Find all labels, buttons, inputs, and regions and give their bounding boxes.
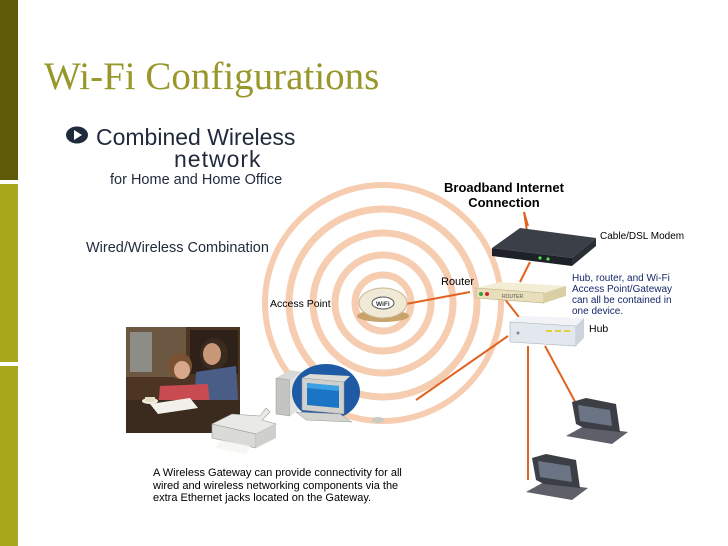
router-device-text: ROUTER xyxy=(502,294,524,300)
brand-subtitle: network xyxy=(174,146,262,172)
hub-note-line: Hub, router, and Wi-Fi xyxy=(572,273,670,284)
networked-monitor-icon xyxy=(526,454,588,500)
broadband-label-line: Broadband Internet xyxy=(444,180,564,195)
caption-line: extra Ethernet jacks located on the Gate… xyxy=(153,492,372,504)
diagram-caption: A Wireless Gateway can provide connectiv… xyxy=(153,467,402,505)
hub-label: Hub xyxy=(589,323,609,335)
router-label: Router xyxy=(441,276,475,288)
sidebar-divider xyxy=(0,180,18,184)
hub-note-line: one device. xyxy=(572,306,624,317)
internet-cable xyxy=(523,211,529,227)
caption-line: wired and wireless networking components… xyxy=(153,479,399,492)
broadband-label-line: Connection xyxy=(468,195,540,210)
access-point-badge: WiFi xyxy=(376,301,390,308)
sidebar-accent-dark xyxy=(0,0,18,182)
brand-title: Combined Wireless xyxy=(96,124,296,150)
hub-note-line: Access Point/Gateway xyxy=(572,284,673,295)
router-icon: ROUTER xyxy=(475,282,566,304)
slide-title: Wi-Fi Configurations xyxy=(44,55,380,98)
hub-note: Hub, router, and Wi-Fi Access Point/Gate… xyxy=(572,273,672,317)
modem-label: Cable/DSL Modem xyxy=(600,231,685,242)
sidebar-divider xyxy=(0,362,18,366)
hub-note-line: can all be contained in xyxy=(572,295,672,306)
printer-icon xyxy=(211,407,277,454)
access-point-label: Access Point xyxy=(270,298,331,310)
family-photo-image xyxy=(126,327,240,433)
networked-monitor-icon xyxy=(566,398,628,444)
caption-line: A Wireless Gateway can provide connectiv… xyxy=(153,467,402,479)
cable-modem-icon xyxy=(492,228,596,266)
hub-icon xyxy=(509,316,584,347)
brand-logo-icon xyxy=(66,126,88,144)
access-point-icon: WiFi xyxy=(357,287,409,322)
broadband-label: Broadband Internet Connection xyxy=(444,180,564,210)
brand-tagline: for Home and Home Office xyxy=(110,172,283,188)
section-label: Wired/Wireless Combination xyxy=(86,240,269,256)
desktop-computer-icon xyxy=(275,364,384,423)
